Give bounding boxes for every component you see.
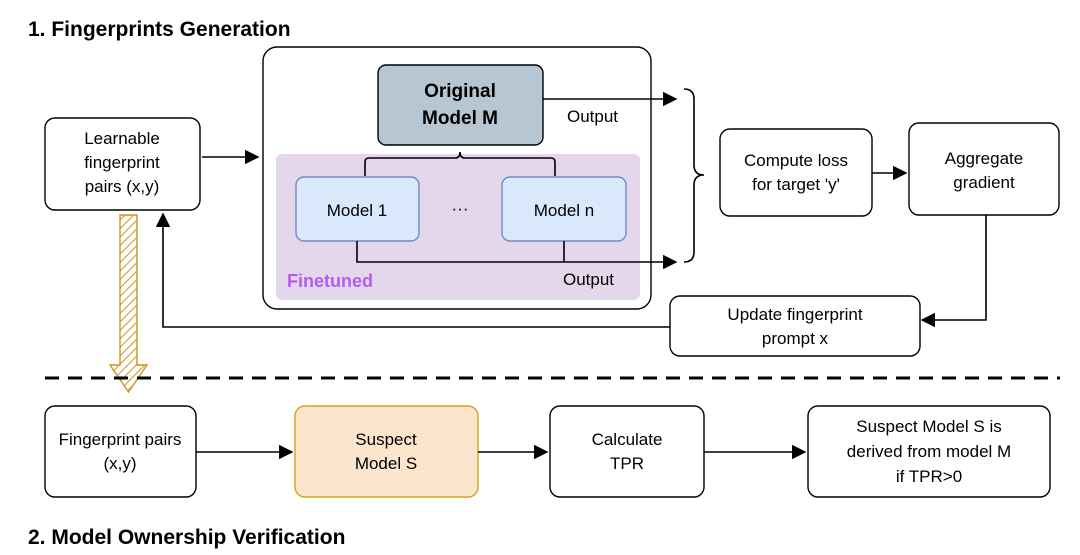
update-prompt-box bbox=[669, 295, 921, 357]
learnable-fingerprint-box bbox=[44, 117, 201, 211]
section2-title: 2. Model Ownership Verification bbox=[28, 526, 345, 549]
aggregate-line1: Aggregate bbox=[945, 149, 1023, 168]
arrow-update-to-learnable bbox=[155, 212, 670, 328]
compute-loss-box bbox=[719, 128, 873, 217]
finetuned-label: Finetuned bbox=[287, 271, 373, 291]
original-model-box bbox=[377, 64, 544, 146]
calculate-tpr-box bbox=[549, 405, 705, 498]
update-prompt-line2: prompt x bbox=[762, 329, 829, 348]
curly-brace-outputs bbox=[683, 88, 705, 263]
original-model-label-line2: Model M bbox=[422, 108, 498, 129]
fingerprint-pairs-line1: Fingerprint pairs bbox=[59, 430, 182, 449]
conclusion-line3: if TPR>0 bbox=[896, 467, 962, 486]
suspect-model-line2: Model S bbox=[355, 454, 417, 473]
fingerprint-pairs-box bbox=[44, 405, 197, 498]
model-1-label: Model 1 bbox=[327, 201, 387, 220]
conclusion-box bbox=[807, 405, 1051, 498]
conclusion-line2: derived from model M bbox=[847, 442, 1011, 461]
ellipsis-label: ··· bbox=[452, 199, 469, 218]
curly-brace-models bbox=[364, 151, 556, 176]
suspect-model-line1: Suspect bbox=[355, 430, 417, 449]
original-model-label-line1: Original bbox=[424, 81, 496, 102]
update-prompt-line1: Update fingerprint bbox=[727, 305, 862, 324]
aggregate-gradient-box bbox=[908, 122, 1060, 216]
output-label-bottom: Output bbox=[563, 270, 614, 289]
aggregate-line2: gradient bbox=[953, 173, 1015, 192]
output-label-top: Output bbox=[567, 107, 618, 126]
hatched-down-arrow bbox=[108, 214, 149, 394]
arrow-aggregate-to-update bbox=[920, 215, 987, 328]
learnable-line1: Learnable bbox=[84, 129, 160, 148]
calculate-tpr-line2: TPR bbox=[610, 454, 644, 473]
suspect-model-box bbox=[294, 405, 479, 498]
section1-title: 1. Fingerprints Generation bbox=[28, 18, 291, 41]
conclusion-line1: Suspect Model S is bbox=[856, 417, 1002, 436]
compute-loss-line2: for target 'y' bbox=[752, 175, 840, 194]
learnable-line2: fingerprint bbox=[84, 153, 160, 172]
arrow-finetuned-output bbox=[356, 241, 678, 270]
model-n-label: Model n bbox=[534, 201, 594, 220]
compute-loss-line1: Compute loss bbox=[744, 151, 848, 170]
calculate-tpr-line1: Calculate bbox=[592, 430, 663, 449]
learnable-line3: pairs (x,y) bbox=[85, 177, 160, 196]
fingerprint-pairs-line2: (x,y) bbox=[103, 454, 136, 473]
